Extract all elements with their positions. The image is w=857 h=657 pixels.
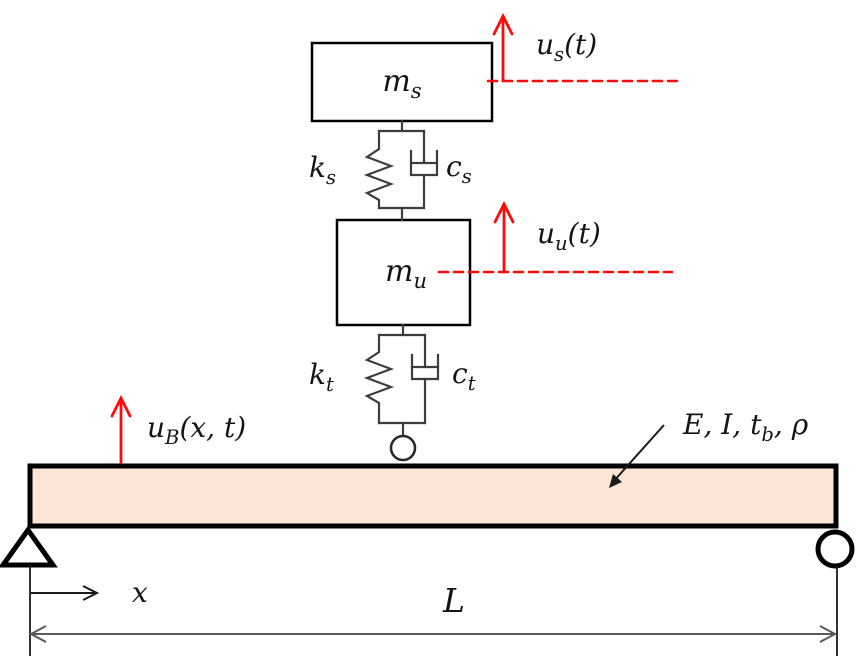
tire-damping-label: ct [452, 357, 476, 395]
beam-properties-label: E, I, tb, ρ [682, 408, 809, 446]
beam-properties-density: , ρ [774, 408, 809, 441]
sprung-mass-symbol: m [382, 64, 410, 99]
ub-symbol: u [147, 411, 165, 444]
beam-properties-subscript: b [761, 423, 774, 446]
tire-stiffness-label: kt [309, 358, 334, 396]
us-symbol: u [536, 28, 554, 61]
dimension-left-arrowhead-icon [28, 625, 47, 643]
length-dimension [28, 625, 838, 643]
pin-support-triangle-icon [0, 525, 58, 568]
dimension-right-arrowhead-icon [819, 625, 838, 643]
suspension-damping-label: cs [446, 150, 472, 188]
kt-symbol: k [309, 358, 326, 391]
ub-argument: (x, t) [179, 411, 246, 444]
beam-property-pointer [609, 424, 665, 488]
unsprung-mass-symbol: m [385, 254, 413, 289]
suspension-stiffness-label: ks [309, 151, 336, 189]
roller-support-circle-icon [815, 529, 855, 569]
roller-support [815, 529, 855, 656]
displacement-arrows [110, 12, 679, 465]
unsprung-displacement-label: uu(t) [537, 217, 601, 255]
x-axis-arrow [31, 585, 100, 601]
us-arrowhead-icon [492, 12, 514, 36]
x-axis-label: x [132, 576, 148, 609]
wheel-contact-circle-icon [389, 434, 417, 462]
us-subscript: s [554, 43, 564, 66]
uu-subscript: u [555, 232, 568, 255]
unsprung-mass-subscript: u [413, 269, 427, 293]
property-arrowhead-icon [609, 474, 622, 488]
property-arrow-shaft [612, 424, 665, 483]
ub-subscript: B [164, 426, 179, 449]
uu-arrowhead-icon [493, 200, 515, 224]
ks-symbol: k [309, 151, 326, 184]
ks-subscript: s [326, 166, 336, 189]
kt-subscript: t [326, 373, 334, 396]
ct-subscript: t [468, 372, 476, 395]
span-length-label: L [442, 581, 465, 620]
pin-support [0, 525, 58, 656]
uu-argument: (t) [568, 217, 601, 250]
beam-displacement-label: uB(x, t) [147, 411, 246, 449]
unsprung-mass-label: mu [385, 254, 427, 293]
suspension-spring-icon [363, 129, 395, 210]
ub-arrowhead-icon [110, 394, 132, 418]
sprung-mass-label: ms [382, 64, 421, 103]
cs-subscript: s [462, 165, 472, 188]
uu-symbol: u [537, 217, 555, 250]
suspension-assembly [363, 119, 439, 222]
tire-assembly [363, 323, 440, 438]
ct-symbol: c [452, 357, 468, 390]
cs-symbol: c [446, 150, 462, 183]
sprung-displacement-label: us(t) [536, 28, 597, 66]
sprung-mass-box [310, 41, 494, 123]
sprung-mass-subscript: s [411, 79, 422, 103]
beam [27, 463, 839, 529]
tire-spring-icon [363, 333, 395, 425]
x-axis-arrowhead-icon [82, 585, 100, 601]
us-argument: (t) [564, 28, 597, 61]
beam-properties-symbols: E, I, t [682, 408, 762, 441]
